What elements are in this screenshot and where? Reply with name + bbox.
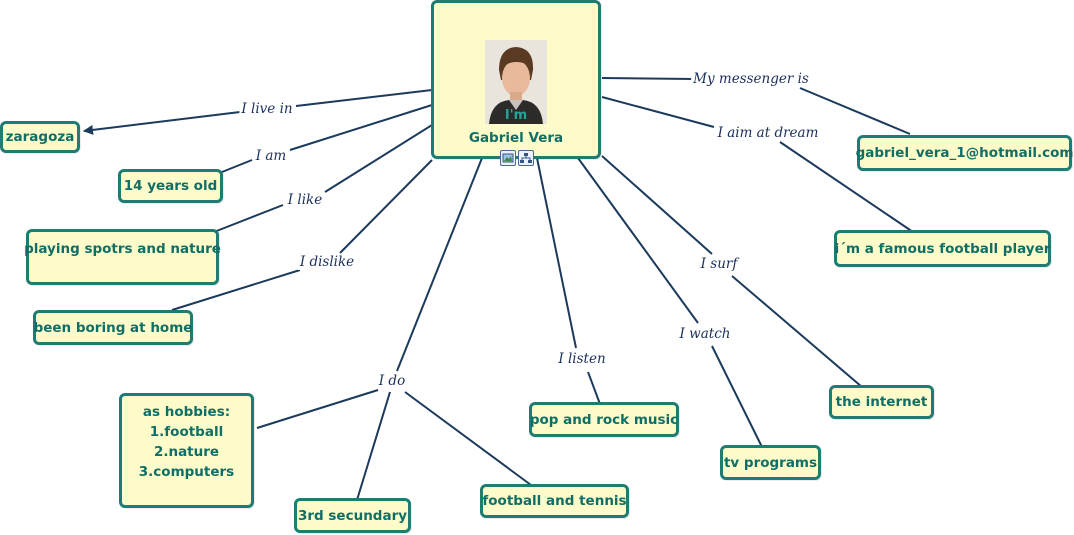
node-dream-label: i´m a famous football player — [835, 241, 1051, 257]
node-hobbies[interactable]: as hobbies: 1.football 2.nature 3.comput… — [119, 393, 254, 508]
line-messenger-a — [602, 78, 694, 79]
line-live-in-b — [84, 112, 240, 131]
link-label-messenger: My messenger is — [691, 71, 811, 87]
node-music[interactable]: pop and rock music — [529, 402, 679, 437]
center-node[interactable]: I'm Gabriel Vera — [431, 0, 601, 159]
node-messenger-label: gabriel_vera_1@hotmail.com — [856, 145, 1074, 161]
node-like-label: playing spotrs and nature — [24, 241, 221, 257]
link-label-surf: I surf — [699, 256, 740, 272]
node-tv-label: tv programs — [724, 455, 817, 471]
node-sports-label: football and tennis — [482, 493, 626, 509]
line-do-c — [357, 392, 390, 500]
line-do-a — [397, 158, 482, 371]
node-messenger[interactable]: gabriel_vera_1@hotmail.com — [857, 135, 1072, 171]
node-zaragoza-label: zaragoza — [6, 129, 75, 145]
node-music-label: pop and rock music — [530, 412, 678, 428]
node-internet[interactable]: the internet — [829, 385, 934, 419]
center-name: Gabriel Vera — [469, 130, 563, 146]
image-icon[interactable] — [500, 150, 516, 166]
link-label-dislike: I dislike — [298, 254, 356, 270]
hobbies-line-3: 2.nature — [154, 442, 219, 462]
hobbies-line-2: 1.football — [150, 422, 223, 442]
line-listen-a — [537, 158, 576, 348]
node-age-label: 14 years old — [124, 178, 218, 194]
line-watch-a — [578, 158, 698, 323]
link-label-do: I do — [377, 373, 407, 389]
node-internet-label: the internet — [836, 394, 928, 410]
line-am-b — [222, 160, 252, 172]
line-surf-a — [602, 156, 712, 254]
node-zaragoza[interactable]: zaragoza — [0, 121, 80, 153]
line-like-b — [214, 205, 283, 232]
node-dislike-label: been boring at home — [34, 320, 193, 336]
line-surf-b — [732, 276, 862, 387]
node-resource-icons — [500, 150, 534, 166]
link-label-aim: I aim at dream — [716, 125, 821, 141]
node-sports[interactable]: football and tennis — [480, 484, 629, 518]
link-label-listen: I listen — [556, 351, 607, 367]
line-live-in-a — [296, 90, 432, 106]
node-grade-label: 3rd secundary — [298, 508, 407, 524]
link-label-like: I like — [286, 192, 324, 208]
node-dislike[interactable]: been boring at home — [33, 310, 193, 345]
line-watch-b — [712, 346, 762, 447]
hobbies-line-1: as hobbies: — [143, 402, 230, 422]
link-label-live-in: I live in — [239, 101, 294, 117]
node-grade[interactable]: 3rd secundary — [294, 498, 411, 533]
line-listen-b — [588, 372, 600, 404]
link-label-watch: I watch — [678, 326, 733, 342]
concept-map-icon[interactable] — [518, 150, 534, 166]
line-am-a — [290, 105, 432, 150]
center-intro: I'm — [505, 110, 527, 122]
node-dream[interactable]: i´m a famous football player — [834, 230, 1051, 267]
node-age[interactable]: 14 years old — [118, 169, 223, 203]
line-do-d — [405, 392, 535, 488]
node-tv[interactable]: tv programs — [720, 445, 821, 480]
line-do-b — [257, 390, 378, 428]
line-aim-a — [602, 97, 714, 127]
link-label-am: I am — [254, 148, 288, 164]
hobbies-line-4: 3.computers — [139, 462, 234, 482]
node-like[interactable]: playing spotrs and nature — [26, 229, 219, 285]
line-like-a — [325, 125, 432, 192]
